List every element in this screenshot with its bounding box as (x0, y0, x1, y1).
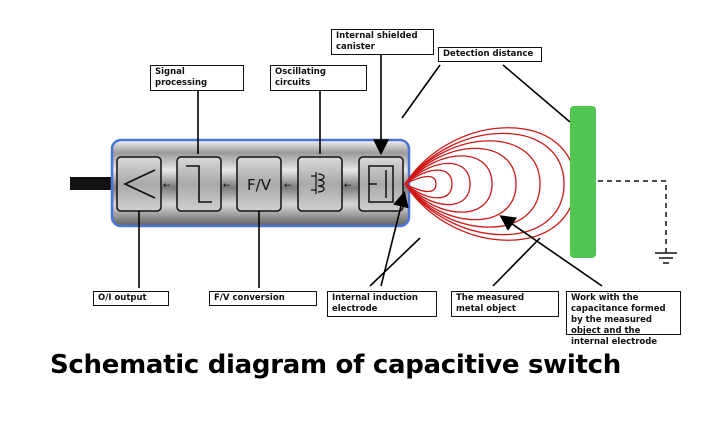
module-fv-conversion: F/V (236, 156, 282, 212)
arrow-glyph: ← (284, 181, 292, 191)
diagram-title: Schematic diagram of capacitive switch (50, 350, 621, 380)
arrow-glyph: ← (344, 181, 352, 191)
label-measured-metal-object: The measured metal object (451, 291, 559, 317)
label-signal-processing: Signal processing (150, 65, 244, 91)
module-signal-processing (176, 156, 222, 212)
label-oi-output: O/I output (93, 291, 169, 306)
module-oi-output (116, 156, 162, 212)
label-detection-distance: Detection distance (438, 47, 542, 62)
module-shielded-canister (358, 156, 404, 212)
fv-module-text: F/V (247, 176, 272, 194)
measured-object (570, 106, 596, 258)
cable (70, 177, 114, 190)
leader-lines (138, 45, 603, 288)
arrow-glyph: ← (163, 181, 171, 191)
module-oscillating-circuit (297, 156, 343, 212)
label-capacitance-note: Work with the capacitance formed by the … (566, 291, 681, 347)
label-fv-conversion: F/V conversion (209, 291, 317, 306)
label-internal-induction-electrode: Internal induction electrode (327, 291, 437, 317)
arrow-glyph: ← (223, 181, 231, 191)
ground-symbol (598, 180, 677, 264)
label-internal-shielded-canister: Internal shielded canister (331, 29, 434, 55)
electric-field-lines (404, 127, 576, 241)
label-oscillating-circuits: Oscillating circuits (270, 65, 367, 91)
